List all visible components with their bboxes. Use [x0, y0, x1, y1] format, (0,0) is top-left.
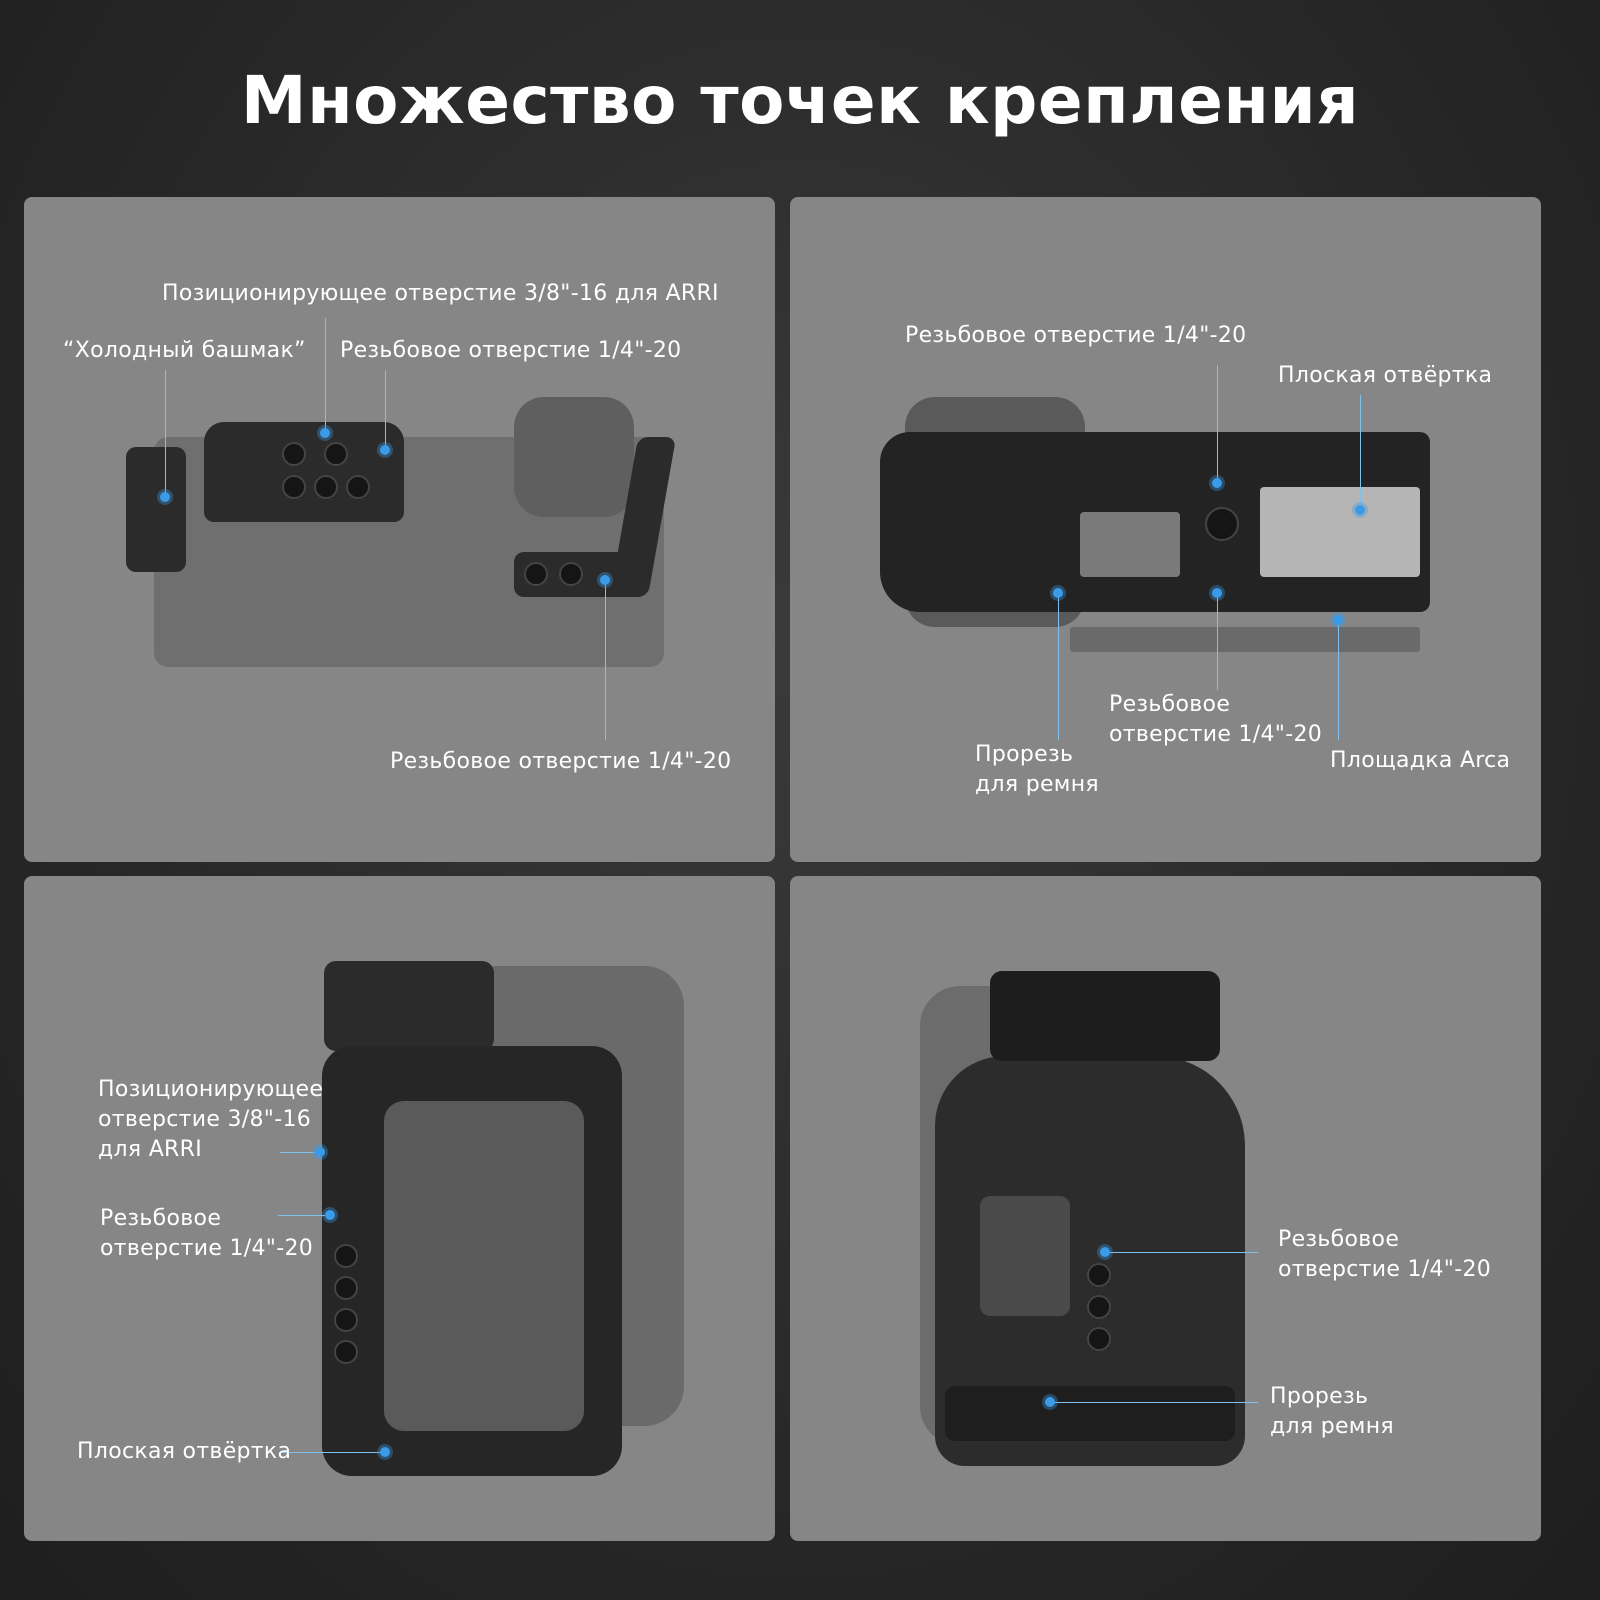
page-title: Множество точек крепления: [240, 62, 1360, 139]
cage-top-handle-image: [324, 961, 494, 1051]
thread-hole-marker: [600, 575, 610, 585]
screwdriver-marker: [1355, 505, 1365, 515]
strap-slot-marker: [1045, 1397, 1055, 1407]
label-arri-hole: Позиционирующее отверстие 3/8"-16 для AR…: [98, 1075, 323, 1165]
screwdriver-marker: [380, 1447, 390, 1457]
cage-base-image: [945, 1386, 1235, 1441]
label-arca: Площадка Arca: [1330, 748, 1511, 773]
label-cold-shoe: “Холодный башмак”: [63, 338, 306, 363]
label-strap-slot: Прорезь для ремня: [1270, 1382, 1394, 1442]
camera-grip-image: [514, 397, 634, 517]
port-door-image: [384, 1101, 584, 1431]
label-strap-slot: Прорезь для ремня: [975, 740, 1099, 800]
arca-marker: [1333, 615, 1343, 625]
label-arri-hole: Позиционирующее отверстие 3/8"-16 для AR…: [162, 281, 719, 306]
screwdriver-image: [1260, 487, 1420, 577]
label-line: Резьбовое: [100, 1206, 222, 1231]
label-line: для ARRI: [98, 1137, 203, 1162]
thread-hole-marker: [380, 445, 390, 455]
label-line: отверстие 3/8"-16: [98, 1107, 312, 1132]
camera-label-image: [1080, 512, 1180, 577]
arri-hole-marker: [315, 1147, 325, 1157]
label-line: Позиционирующее: [98, 1077, 324, 1102]
label-line: для ремня: [975, 772, 1099, 797]
label-line: Прорезь: [975, 742, 1074, 767]
battery-door-image: [980, 1196, 1070, 1316]
cold-shoe-image: [126, 447, 186, 572]
label-line: Прорезь: [1270, 1384, 1369, 1409]
label-line: Резьбовое: [1278, 1227, 1400, 1252]
label-screwdriver: Плоская отвёртка: [1278, 363, 1493, 388]
cage-top-handle-image: [990, 971, 1220, 1061]
label-line: отверстие 1/4"-20: [100, 1236, 314, 1261]
thread-hole-marker: [1212, 478, 1222, 488]
label-thread-hole: Резьбовое отверстие 1/4"-20: [1278, 1225, 1491, 1285]
label-thread-hole: Резьбовое отверстие 1/4"-20: [340, 338, 682, 363]
thread-hole-marker: [325, 1210, 335, 1220]
arca-rail-image: [1070, 627, 1420, 652]
label-thread-hole: Резьбовое отверстие 1/4"-20: [100, 1204, 313, 1264]
thread-hole-marker: [1100, 1247, 1110, 1257]
label-line: отверстие 1/4"-20: [1278, 1257, 1492, 1282]
label-screwdriver: Плоская отвёртка: [77, 1439, 292, 1464]
label-thread-hole: Резьбовое отверстие 1/4"-20: [390, 749, 732, 774]
panel-right-side-view: [790, 876, 1541, 1541]
cold-shoe-marker: [160, 492, 170, 502]
label-line: для ремня: [1270, 1414, 1394, 1439]
label-thread-hole: Резьбовое отверстие 1/4"-20: [905, 323, 1247, 348]
strap-slot-marker: [1053, 588, 1063, 598]
panel-bottom-view: [790, 197, 1541, 862]
panel-top-view: [24, 197, 775, 862]
cage-top-plate-image: [204, 422, 404, 522]
arri-hole-marker: [320, 428, 330, 438]
panel-left-side-view: [24, 876, 775, 1541]
label-line: отверстие 1/4"-20: [1109, 722, 1323, 747]
label-line: Резьбовое: [1109, 692, 1231, 717]
thread-hole-marker: [1212, 588, 1222, 598]
label-thread-hole: Резьбовое отверстие 1/4"-20: [1109, 690, 1322, 750]
